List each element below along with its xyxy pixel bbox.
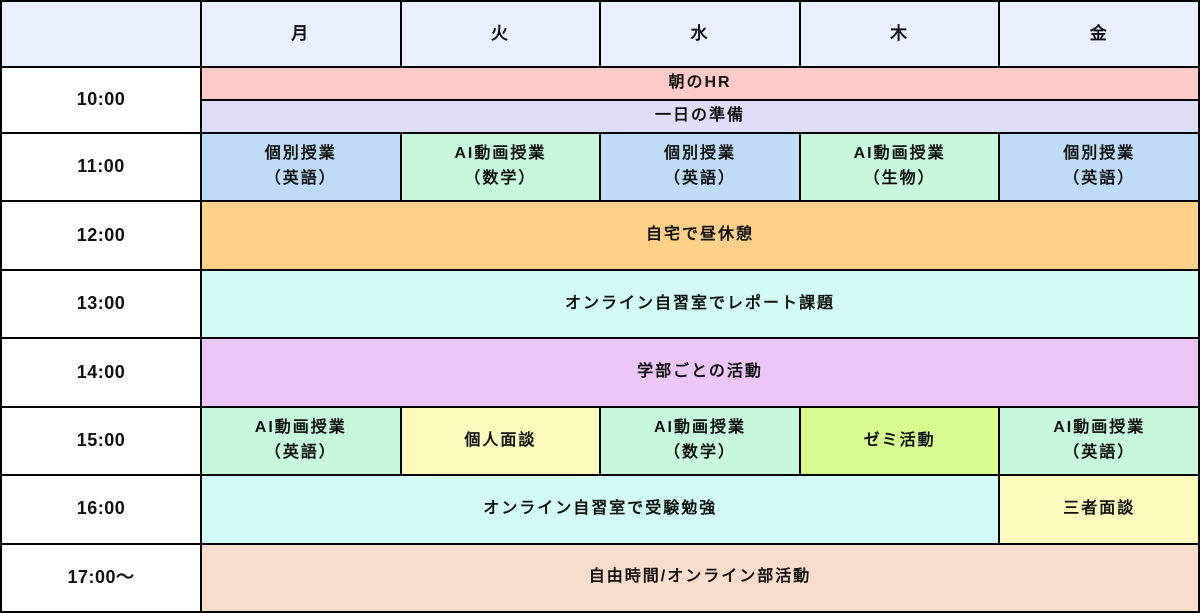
event-mon-1500: AI動画授業 （英語） [202, 407, 400, 475]
event-free-time-club: 自由時間/オンライン部活動 [202, 544, 1198, 611]
day-header-fri: 金 [1000, 2, 1198, 66]
event-mon-1100: 個別授業 （英語） [202, 134, 400, 201]
time-label-1200: 12:00 [2, 202, 200, 269]
time-label-1100: 11:00 [2, 134, 200, 201]
corner-cell [2, 2, 200, 66]
event-online-study-exam: オンライン自習室で受験勉強 [202, 476, 999, 543]
event-thu-1500: ゼミ活動 [800, 407, 999, 475]
event-tue-1100: AI動画授業 （数学） [401, 134, 600, 201]
event-morning-hr: 朝のHR [202, 68, 1198, 99]
event-day-preparation: 一日の準備 [202, 101, 1198, 132]
event-thu-1100: AI動画授業 （生物） [800, 134, 999, 201]
day-header-wed: 水 [601, 2, 799, 66]
event-fri-1500: AI動画授業 （英語） [1000, 407, 1198, 475]
event-wed-1100: 個別授業 （英語） [601, 134, 799, 201]
day-header-thu: 木 [800, 2, 999, 66]
event-fri-1100: 個別授業 （英語） [1000, 134, 1198, 201]
day-header-mon: 月 [202, 2, 400, 66]
event-fri-1600-parent-meeting: 三者面談 [1000, 476, 1198, 543]
event-tue-1500: 個人面談 [401, 407, 600, 475]
event-online-study-report: オンライン自習室でレポート課題 [202, 270, 1198, 338]
time-label-1300: 13:00 [2, 270, 200, 338]
time-label-1600: 16:00 [2, 476, 200, 543]
event-lunch-break: 自宅で昼休憩 [202, 202, 1198, 269]
day-header-tue: 火 [401, 2, 600, 66]
time-label-1500: 15:00 [2, 407, 200, 475]
time-label-1400: 14:00 [2, 339, 200, 406]
event-department-activities: 学部ごとの活動 [202, 339, 1198, 406]
time-label-1000: 10:00 [2, 68, 200, 132]
time-label-1700: 17:00～ [2, 544, 200, 611]
event-wed-1500: AI動画授業 （数学） [601, 407, 799, 475]
